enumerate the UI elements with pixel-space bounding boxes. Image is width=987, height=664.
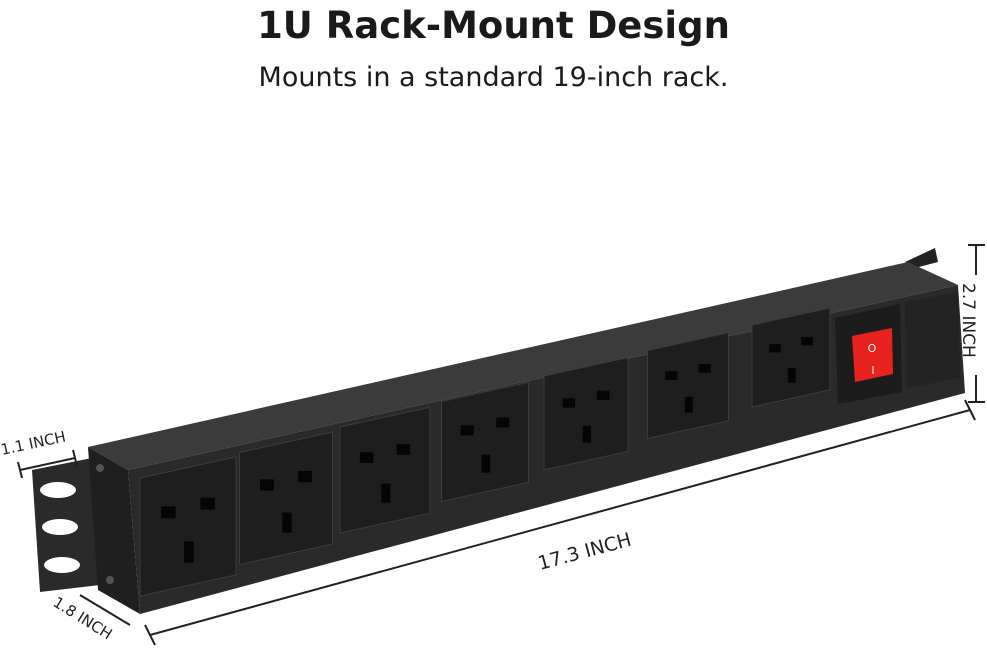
height-dimension-label: 2.7 INCH	[958, 283, 978, 358]
socket-pin-hole	[359, 452, 374, 463]
outlet-socket	[543, 356, 629, 471]
switch-off-label: O	[868, 342, 877, 355]
socket-pin-hole	[481, 454, 491, 473]
page-subtitle: Mounts in a standard 19-inch rack.	[258, 62, 729, 93]
screw-icon	[106, 576, 114, 584]
socket-pin-hole	[698, 363, 711, 373]
outlet-socket	[339, 406, 431, 534]
switch-on-label: I	[871, 364, 874, 377]
socket-pin-hole	[684, 396, 693, 413]
socket-pin-hole	[161, 506, 176, 519]
socket-pin-hole	[596, 390, 610, 401]
socket-pin-hole	[562, 398, 576, 408]
strip-end-face	[88, 447, 140, 614]
dimension-lines	[17, 244, 985, 646]
socket-pin-hole	[582, 425, 592, 443]
right-bracket	[905, 248, 938, 268]
socket-pin-hole	[460, 425, 474, 436]
length-dimension-label: 17.3 INCH	[536, 529, 634, 575]
socket-pin-hole	[381, 483, 391, 503]
left-bracket	[32, 458, 100, 592]
socket-pin-hole	[665, 371, 678, 381]
screw-icon	[96, 464, 104, 472]
socket-pin-hole	[801, 337, 813, 346]
socket-pin-hole	[787, 367, 796, 383]
socket-pin-hole	[200, 497, 215, 510]
depth-dimension-label: 1.8 INCH	[50, 593, 116, 643]
bracket-dimension-label: 1.1 INCH	[0, 428, 67, 459]
outlet-socket	[647, 332, 729, 440]
outlet-socket	[139, 456, 237, 597]
outlet-socket	[239, 431, 333, 566]
power-switch[interactable]: O I	[835, 304, 902, 404]
socket-pin-hole	[184, 541, 194, 563]
strip-top-face	[88, 262, 958, 470]
socket-pin-hole	[259, 479, 274, 491]
outlet-socket	[751, 307, 831, 408]
page-title: 1U Rack-Mount Design	[257, 4, 730, 47]
socket-pin-hole	[298, 470, 313, 483]
socket-pin-hole	[396, 444, 411, 455]
end-panel	[905, 292, 960, 388]
outlet-socket	[441, 381, 529, 503]
socket-pin-hole	[496, 417, 510, 428]
socket-pin-hole	[769, 344, 781, 353]
socket-pin-hole	[282, 512, 292, 533]
